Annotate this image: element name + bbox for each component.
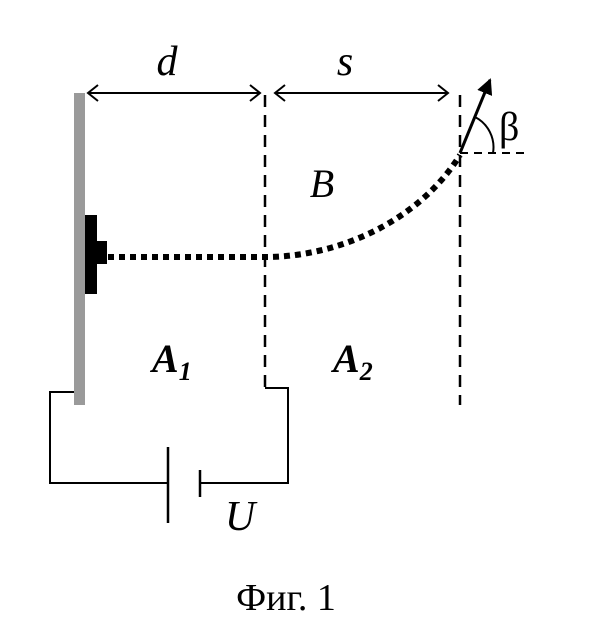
emitter-tip [97,241,107,264]
label-d: d [157,39,179,85]
label-region-a2-subscript: 2 [359,357,373,386]
angle-arc [474,116,495,154]
label-region-b: B [310,161,334,206]
exit-velocity-arrow [458,78,493,154]
label-region-a2-letter: A [330,336,360,381]
label-s: s [337,39,353,85]
emitter-block [85,215,97,294]
label-region-a2: A2 [330,336,373,386]
dimension-d-arrow-right [249,84,262,102]
dimension-s-arrow-left [273,84,286,102]
circuit-wire-left [49,391,168,484]
dimension-d-arrow-left [86,84,99,102]
figure-caption: Фиг. 1 [236,577,336,619]
label-voltage-u: U [225,494,258,540]
dimension-s-arrow-right [437,84,450,102]
label-region-a1-subscript: 1 [179,357,192,386]
circuit-wire-right [200,387,289,484]
label-beta: β [499,104,519,149]
cathode-plate [74,93,85,405]
label-region-a1-letter: A [149,336,179,381]
label-region-a1: A1 [149,336,192,386]
electron-trajectory [108,153,463,260]
